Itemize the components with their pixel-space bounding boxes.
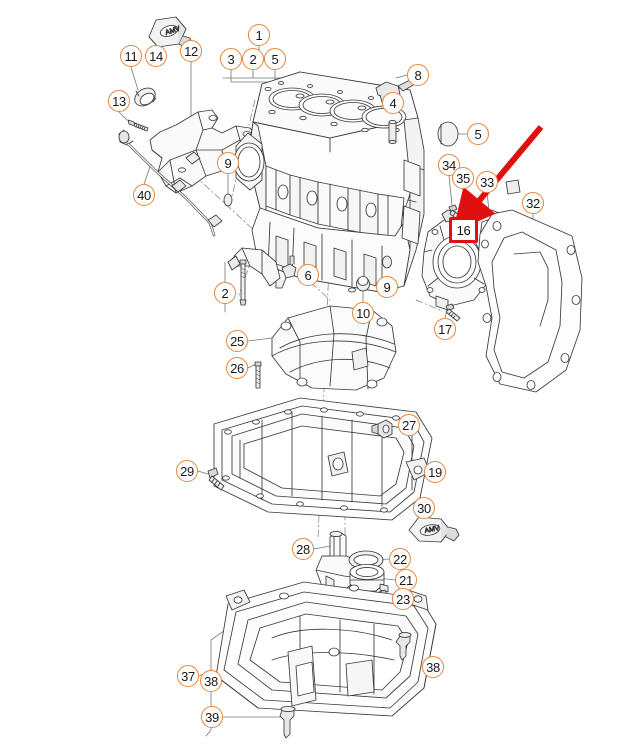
highlighted-callout-16[interactable]: 16: [449, 217, 478, 243]
plug-9-upper: [223, 193, 233, 207]
clip-38-right: [395, 632, 412, 661]
sealant-tube-lower: AMV: [408, 516, 460, 543]
callout-9[interactable]: 9: [217, 152, 239, 174]
gasket-plate-32: [477, 179, 583, 393]
callout-25[interactable]: 25: [226, 330, 248, 352]
callout-26[interactable]: 26: [226, 357, 248, 379]
callout-5[interactable]: 5: [467, 123, 489, 145]
callout-11[interactable]: 11: [120, 45, 142, 67]
callout-38[interactable]: 38: [422, 656, 444, 678]
callout-6[interactable]: 6: [297, 264, 319, 286]
callout-38[interactable]: 38: [200, 670, 222, 692]
oil-pan-lower-37: [215, 581, 437, 717]
callout-32[interactable]: 32: [522, 192, 544, 214]
callout-19[interactable]: 19: [424, 461, 446, 483]
bush-10: [356, 276, 370, 292]
callout-10[interactable]: 10: [352, 302, 374, 324]
bolt-2-mid: [239, 259, 247, 306]
drain-plug-27: [371, 419, 393, 439]
callout-29[interactable]: 29: [176, 460, 198, 482]
o-ring-22: [348, 550, 384, 570]
callout-30[interactable]: 30: [413, 497, 435, 519]
dowel-pin-4: [388, 119, 397, 145]
bolt-29: [207, 467, 225, 491]
bolt-26: [254, 361, 262, 389]
callout-21[interactable]: 21: [395, 569, 417, 591]
svg-text:AMV: AMV: [424, 525, 441, 535]
callout-37[interactable]: 37: [177, 665, 199, 687]
callout-35[interactable]: 35: [452, 167, 474, 189]
core-plug-5: [437, 121, 459, 147]
callout-28[interactable]: 28: [292, 538, 314, 560]
oil-return-pipe: [118, 129, 223, 237]
callout-22[interactable]: 22: [389, 548, 411, 570]
callout-3[interactable]: 3: [220, 48, 242, 70]
plug-9-mid: [382, 255, 392, 269]
callout-2[interactable]: 2: [214, 282, 236, 304]
callout-4[interactable]: 4: [382, 92, 404, 114]
callout-1[interactable]: 1: [248, 24, 270, 46]
clip-39: [279, 705, 296, 739]
callout-8[interactable]: 8: [407, 64, 429, 86]
bolt-17: [445, 303, 461, 322]
sealant-tube-upper: AMV: [148, 16, 193, 49]
callout-40[interactable]: 40: [133, 184, 155, 206]
callout-39[interactable]: 39: [201, 706, 223, 728]
oil-pan-upper-19: [213, 397, 433, 521]
callout-12[interactable]: 12: [180, 40, 202, 62]
callout-14[interactable]: 14: [145, 45, 167, 67]
callout-33[interactable]: 33: [476, 171, 498, 193]
callout-23[interactable]: 23: [392, 588, 414, 610]
callout-17[interactable]: 17: [434, 318, 456, 340]
callout-2[interactable]: 2: [242, 48, 264, 70]
engine-mount-bracket: [149, 109, 257, 194]
crank-seal-ring: [134, 87, 157, 107]
callout-9[interactable]: 9: [376, 276, 398, 298]
red-annotation-arrow: [452, 125, 544, 233]
callout-5[interactable]: 5: [264, 48, 286, 70]
callout-13[interactable]: 13: [108, 90, 130, 112]
windage-tray-25: [271, 305, 397, 391]
bolt-13: [127, 119, 149, 132]
callout-27[interactable]: 27: [398, 414, 420, 436]
oil-spray-jet-6: [275, 255, 297, 289]
